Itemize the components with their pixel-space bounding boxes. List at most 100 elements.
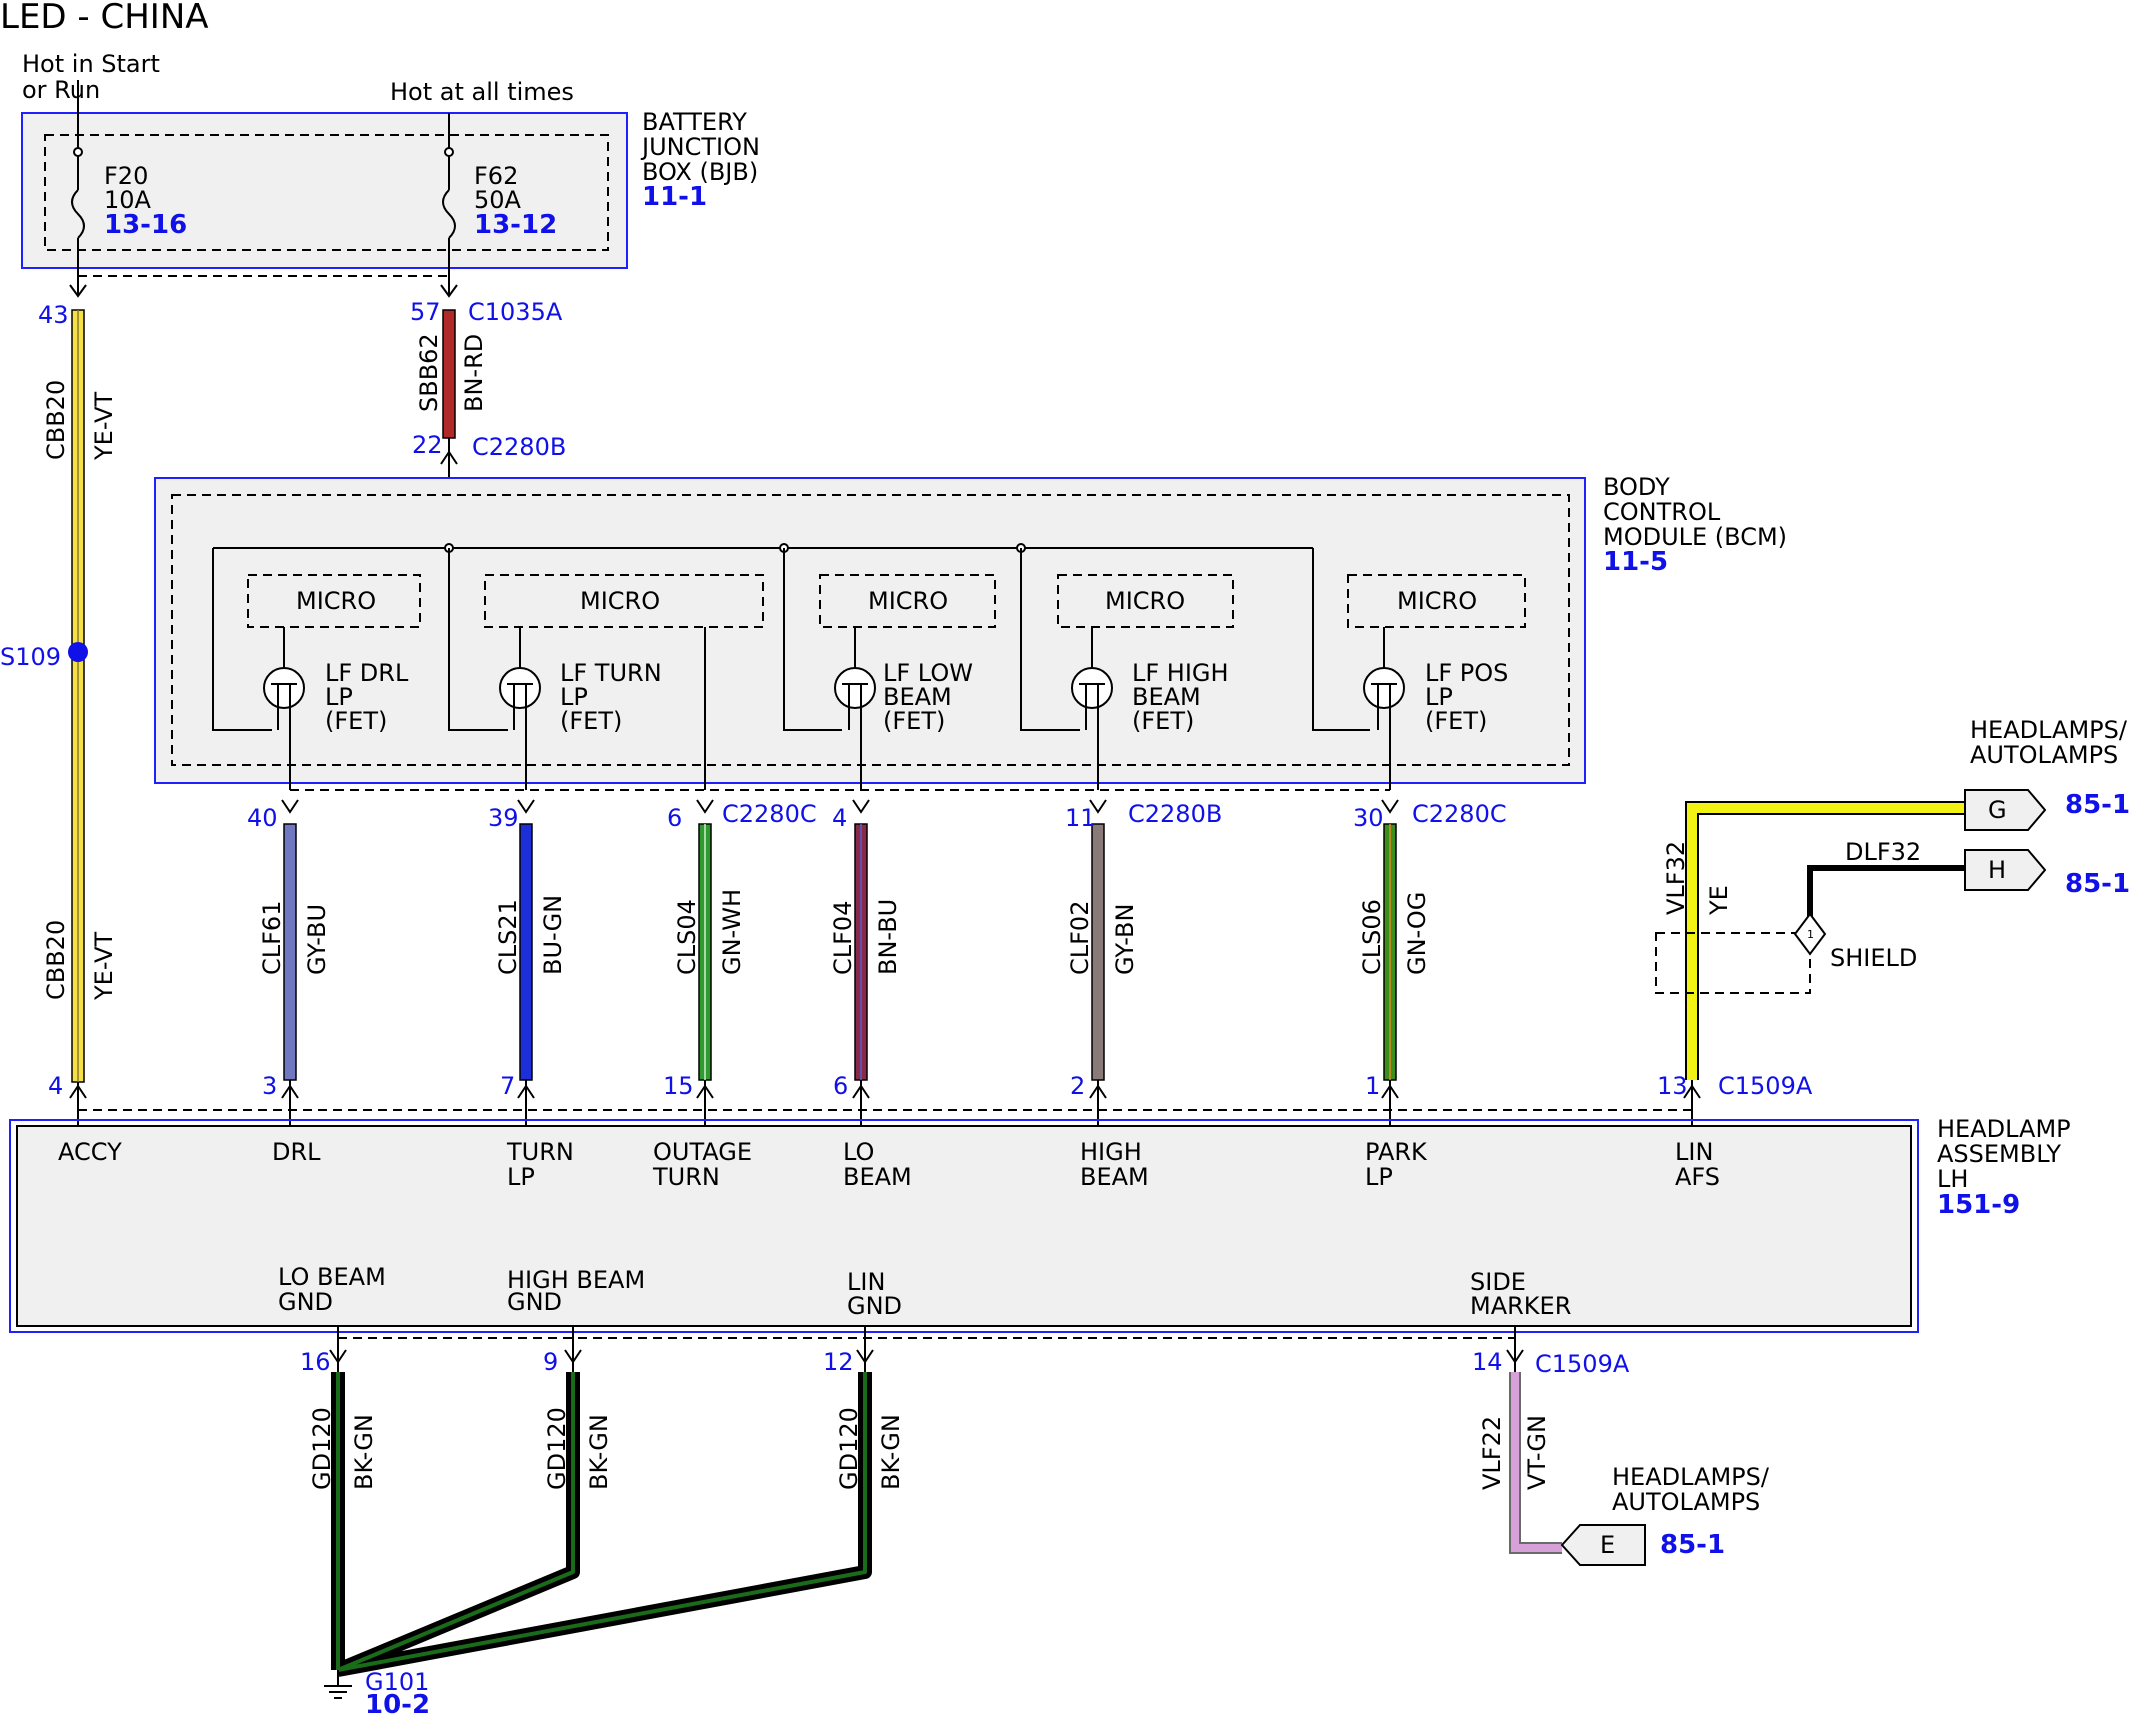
- pin-label-high-beam-2: BEAM: [1080, 1163, 1149, 1191]
- feed-bottom-pin: 22: [412, 431, 443, 459]
- cls06-top-pin: 30: [1353, 804, 1384, 832]
- fet-lf-turn[interactable]: [499, 667, 541, 790]
- fet-lf-turn-label-1: LF TURN: [560, 659, 662, 687]
- offpage-g-letter: G: [1988, 796, 2007, 824]
- bjb-name-3: BOX (BJB): [642, 158, 758, 186]
- offpage-connector-e[interactable]: [1560, 1524, 1646, 1566]
- micro-box-3: [819, 574, 996, 628]
- clf02-conn: C2280B: [1128, 800, 1222, 828]
- fet-lf-drl-label-3: (FET): [325, 707, 387, 735]
- fet-lf-turn-label-2: LP: [560, 683, 588, 711]
- vlf22-color: VT-GN: [1523, 1415, 1551, 1490]
- offpage-e-label-1: HEADLAMPS/: [1612, 1463, 1770, 1491]
- wire-dlf32[interactable]: [1807, 865, 1965, 918]
- clf61-top-pin: 40: [247, 804, 278, 832]
- wire-cls06[interactable]: [1381, 799, 1399, 1125]
- fet-lf-low-beam[interactable]: [834, 667, 876, 790]
- ground-wires[interactable]: [324, 1326, 874, 1699]
- fuse-f62-ref[interactable]: 13-12: [474, 210, 557, 240]
- fet-lf-pos[interactable]: [1363, 667, 1405, 790]
- wire-clf04[interactable]: [852, 799, 870, 1125]
- offpage-h-letter: H: [1988, 856, 2006, 884]
- dlf32-circuit: DLF32: [1845, 838, 1921, 866]
- wire-cbb20[interactable]: [68, 284, 88, 1125]
- splice-s109-dot[interactable]: [68, 642, 88, 662]
- feed-bottom-conn: C2280B: [472, 433, 566, 461]
- pin-label-side-marker-2: MARKER: [1470, 1292, 1571, 1320]
- clf02-bottom-pin: 2: [1070, 1072, 1085, 1100]
- wire-cls04[interactable]: [696, 799, 714, 1125]
- pin-label-drl: DRL: [272, 1138, 321, 1166]
- pin-label-lo-beam-gnd-1: LO BEAM: [278, 1263, 386, 1291]
- cls21-color: BU-GN: [539, 895, 567, 975]
- fet-lf-turn-label-3: (FET): [560, 707, 622, 735]
- offpage-connector-h[interactable]: [1964, 849, 2047, 891]
- micro-label-4: MICRO: [1105, 587, 1185, 615]
- cls06-color: GN-OG: [1403, 892, 1431, 975]
- accy-color-top: YE-VT: [90, 392, 118, 461]
- feed-color: BN-RD: [460, 334, 488, 412]
- bjb-name-2: JUNCTION: [640, 133, 760, 161]
- accy-circuit-top: CBB20: [42, 380, 70, 460]
- offpage-e-ref[interactable]: 85-1: [1660, 1530, 1725, 1560]
- wire-vlf22[interactable]: [1506, 1326, 1562, 1554]
- headlamp-name-2: ASSEMBLY: [1937, 1140, 2061, 1168]
- ground-pin-16: 16: [300, 1348, 331, 1376]
- accy-top-pin: 43: [38, 301, 69, 329]
- cls04-color: GN-WH: [718, 889, 746, 975]
- pin-label-turn-lp-2: LP: [507, 1163, 535, 1191]
- clf02-circuit: CLF02: [1066, 901, 1094, 975]
- feed-top-conn: C1035A: [468, 298, 563, 326]
- cls04-top-pin: 6: [667, 804, 682, 832]
- c1509a-conn-top: C1509A: [1718, 1072, 1813, 1100]
- bjb-name-1: BATTERY: [642, 108, 747, 136]
- vlf32-circuit: VLF32: [1662, 841, 1690, 915]
- offpage-gh-label-2: AUTOLAMPS: [1970, 741, 2118, 769]
- micro-box-4: [1057, 574, 1234, 628]
- wire-vlf32[interactable]: [1683, 801, 1965, 1125]
- body-control-module[interactable]: [154, 477, 1586, 784]
- cls21-circuit: CLS21: [494, 899, 522, 975]
- bcm-ref[interactable]: 11-5: [1603, 547, 1668, 577]
- pin-label-high-beam-1: HIGH: [1080, 1138, 1142, 1166]
- ground-12-color: BK-GN: [877, 1414, 905, 1490]
- hot-start-run-label: Hot in Start: [22, 50, 160, 78]
- offpage-g-ref[interactable]: 85-11: [2065, 790, 2130, 820]
- clf02-top-pin: 11: [1065, 804, 1096, 832]
- fuse-f62[interactable]: [442, 113, 456, 296]
- shield[interactable]: [1655, 912, 1827, 994]
- fet-lf-high-beam-label-1: LF HIGH: [1132, 659, 1229, 687]
- ground-16-circuit: GD120: [308, 1407, 336, 1490]
- pin-label-lo-beam-gnd-2: GND: [278, 1288, 333, 1316]
- battery-junction-box[interactable]: [21, 112, 628, 269]
- headlamp-assembly-lh[interactable]: [9, 1119, 1919, 1333]
- fet-lf-high-beam[interactable]: [1071, 667, 1113, 790]
- micro-label-2: MICRO: [580, 587, 660, 615]
- fet-lf-drl[interactable]: [263, 667, 305, 790]
- ground-9-circuit: GD120: [543, 1407, 571, 1490]
- fuse-f20[interactable]: [71, 80, 85, 296]
- fuse-f20-ref[interactable]: 13-16: [104, 210, 187, 240]
- wire-clf02[interactable]: [1089, 799, 1107, 1125]
- offpage-connector-g[interactable]: [1964, 789, 2047, 831]
- vlf32-bottom-pin: 13: [1657, 1072, 1688, 1100]
- wire-cls21[interactable]: [517, 799, 535, 1125]
- ground-point-ref[interactable]: 10-2: [365, 1690, 430, 1715]
- offpage-h-ref[interactable]: 85-11: [2065, 869, 2130, 899]
- headlamp-name-3: LH: [1937, 1165, 1968, 1193]
- pin-label-lin-gnd-2: GND: [847, 1292, 902, 1320]
- fuse-f62-rating: 50A: [474, 186, 522, 214]
- fuse-f20-id: F20: [104, 162, 148, 190]
- fet-lf-drl-label-1: LF DRL: [325, 659, 409, 687]
- accy-bottom-pin: 4: [48, 1072, 63, 1100]
- fet-lf-pos-label-2: LP: [1425, 683, 1453, 711]
- vlf22-conn: C1509A: [1535, 1350, 1630, 1378]
- pin-label-outage-turn-2: TURN: [652, 1163, 720, 1191]
- bcm-name-2: CONTROL: [1603, 498, 1721, 526]
- cls04-circuit: CLS04: [673, 899, 701, 975]
- ground-pin-9: 9: [543, 1348, 558, 1376]
- bjb-ref[interactable]: 11-1: [642, 182, 707, 212]
- clf61-bottom-pin: 3: [262, 1072, 277, 1100]
- headlamp-ref[interactable]: 151-9: [1937, 1190, 2020, 1220]
- wire-clf61[interactable]: [281, 799, 299, 1125]
